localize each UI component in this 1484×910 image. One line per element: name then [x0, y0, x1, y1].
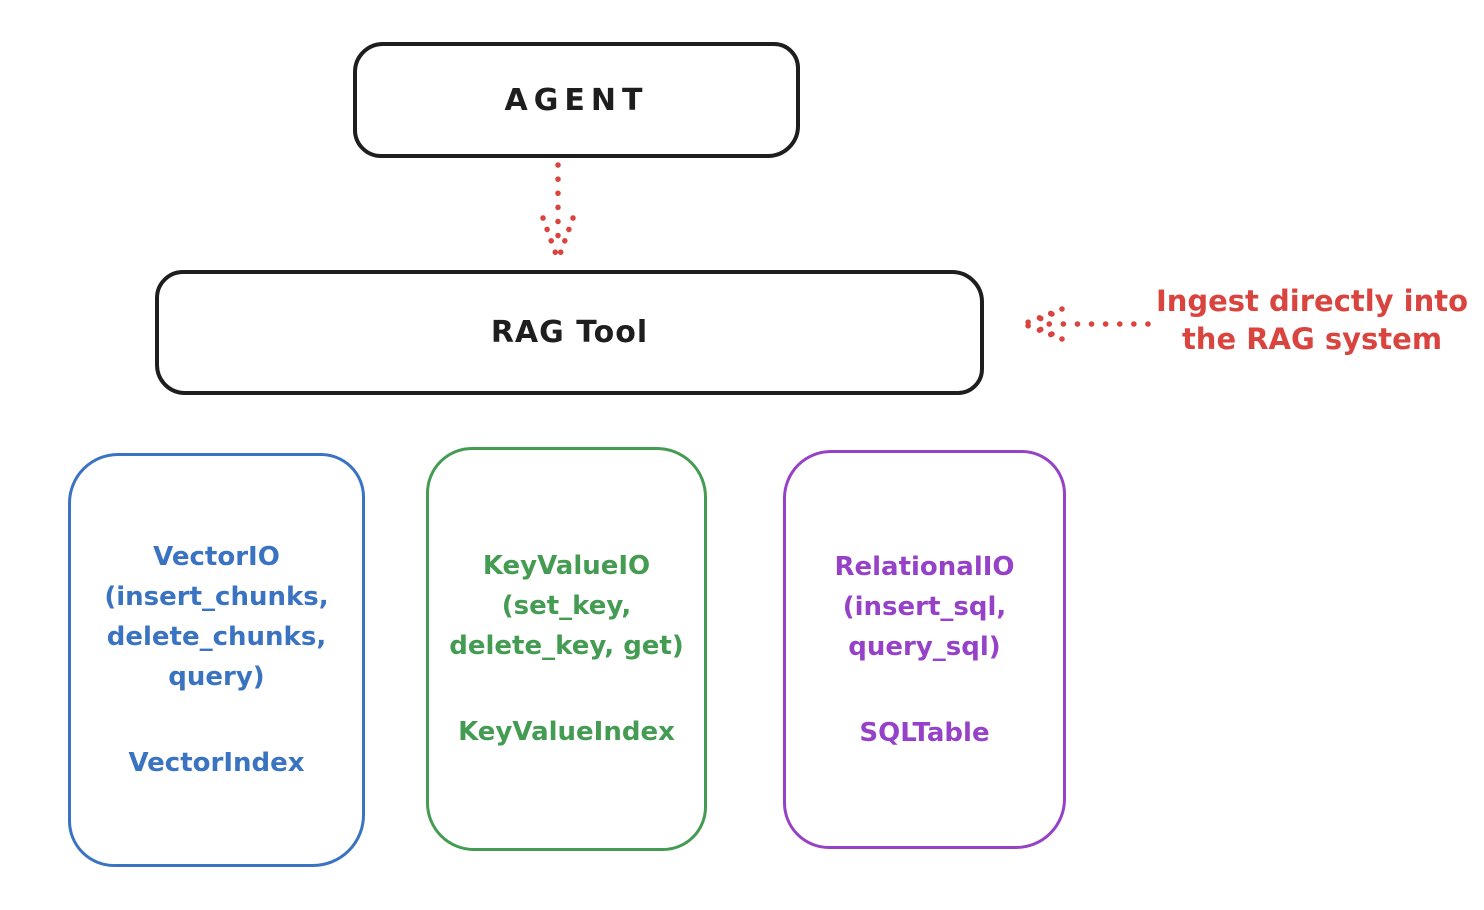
keyvalue-io-line: delete_key, get) [449, 631, 684, 661]
vector-io-line: (insert_chunks, [104, 582, 329, 612]
keyvalue-io-line: (set_key, [501, 591, 632, 621]
relational-io-line: RelationalIO [834, 551, 1015, 582]
relational-io-line: (insert_sql, [842, 591, 1007, 622]
ingest-annotation-line2: the RAG system [1181, 322, 1443, 356]
ingest-arrow-icon[interactable] [1016, 300, 1156, 348]
rag-tool-label: RAG Tool [490, 315, 649, 350]
ingest-annotation: Ingest directly into the RAG system [1140, 282, 1484, 358]
vector-index-label: VectorIndex [128, 748, 305, 778]
vector-io-node[interactable]: VectorIO (insert_chunks, delete_chunks, … [68, 453, 365, 867]
agent-node[interactable]: AGENT [353, 42, 800, 158]
keyvalue-io-line: KeyValueIO [482, 551, 651, 581]
relational-io-node[interactable]: RelationalIO (insert_sql, query_sql) SQL… [783, 450, 1066, 849]
keyvalue-index-label: KeyValueIndex [458, 717, 675, 747]
ingest-annotation-line1: Ingest directly into [1155, 284, 1469, 318]
relational-io-line: query_sql) [848, 631, 1001, 662]
vector-io-line: VectorIO [153, 542, 280, 572]
keyvalue-io-node[interactable]: KeyValueIO (set_key, delete_key, get) Ke… [426, 447, 707, 851]
agent-label: AGENT [504, 82, 649, 118]
rag-tool-node[interactable]: RAG Tool [155, 270, 984, 395]
agent-to-ragtool-arrow-icon[interactable] [536, 160, 580, 264]
vector-io-line: delete_chunks, [106, 622, 327, 652]
sql-table-label: SQLTable [859, 717, 990, 748]
vector-io-line: query) [168, 662, 265, 692]
